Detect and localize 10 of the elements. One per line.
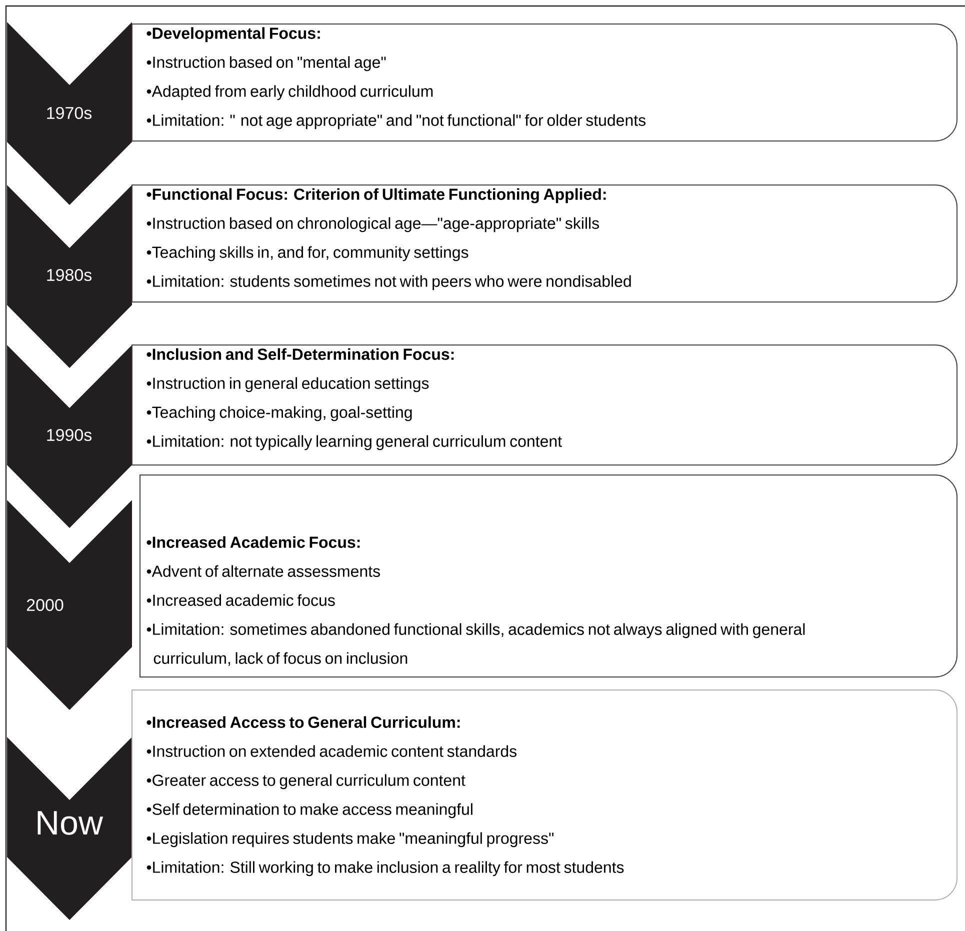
year-banner: Now <box>7 737 132 920</box>
text-box: •Inclusion and Self-Determination Focus: •Instruction in general education settings •Teaching choice-making, goal-setting •Limitation: not typically learning general curriculum content <box>132 344 958 466</box>
year-banner: 1990s <box>7 345 132 528</box>
year-banner: 1970s <box>7 22 132 205</box>
text-box: •Developmental Focus: •Instruction based on "mental age" •Adapted from early childhood curriculum •Limitation: " not age appropriate" and "not functional" for older students <box>132 24 958 142</box>
text-box: •Increased Academic Focus: •Advent of alternate assessments •Increased academic focus •Limitation: sometimes abandoned functional skills, academics not always aligned with general curriculum, lack of focus on inclusion <box>140 474 958 678</box>
text-box: •Functional Focus: Criterion of Ultimate Functioning Applied: •Instruction based on chronological age—"age-appropriate" skills •Teaching skills in, and for, community settings •Limitation: students sometimes not with peers who were nondisabled <box>132 184 958 302</box>
year-banner: 1980s <box>7 185 132 368</box>
year-banner: 2000 <box>7 500 132 710</box>
text-box: •Increased Access to General Curriculum: •Instruction on extended academic content standards •Greater access to general curriculum content •Self determination to make access meaningful •Legislation requires students make "meaningful progress" •Limitation: Still working to make inclusion a realilty for most students <box>132 690 958 901</box>
